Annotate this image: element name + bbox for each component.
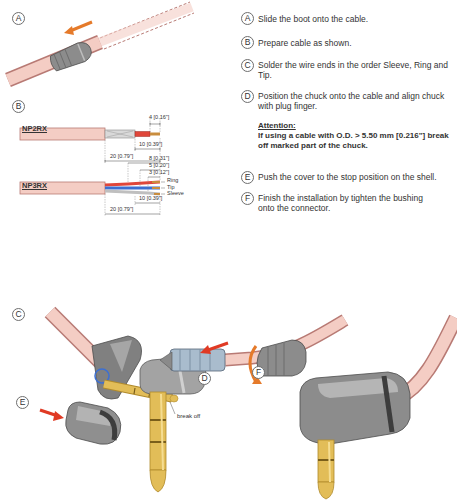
assembled-plug: [300, 318, 456, 499]
step-letter-text: D: [201, 374, 207, 383]
step-letter: A: [241, 12, 254, 25]
attention-heading: Attention:: [258, 121, 448, 131]
cable-step-a: [8, 2, 194, 80]
model-name: NP3RX: [22, 181, 62, 190]
step-letter: D: [198, 372, 211, 385]
step-instruction: Push the cover to the stop position on t…: [258, 172, 453, 182]
dimension: 3 [0.12"]: [149, 170, 189, 176]
step-letter-text: B: [245, 38, 251, 47]
step-letter: F: [241, 192, 254, 205]
dimension: 10 [0.39"]: [139, 196, 179, 202]
step-instruction: Slide the boot onto the cable.: [258, 14, 453, 24]
cover-part: [40, 402, 121, 444]
step-letter-text: F: [245, 194, 250, 203]
step-letter-text: C: [244, 61, 250, 70]
wire-name: Ring: [167, 178, 197, 184]
step-instruction: Solder the wire ends in the order Sleeve…: [258, 60, 448, 80]
step-letter: C: [241, 59, 254, 72]
step-letter-text: C: [15, 310, 21, 319]
step-letter-text: A: [245, 14, 251, 23]
attention-note: If using a cable with O.D. > 5.50 mm [0.…: [258, 131, 453, 150]
step-letter: C: [12, 308, 25, 321]
dimension: 4 [0.16"]: [149, 115, 189, 121]
wire-name: Sleeve: [167, 191, 197, 197]
step-letter: A: [12, 12, 25, 25]
dimension: 10 [0.39"]: [139, 142, 179, 148]
step-letter-text: A: [16, 14, 22, 23]
wire-name: Tip: [167, 185, 197, 191]
step-letter: F: [252, 366, 265, 379]
step-letter: B: [12, 100, 25, 113]
dimension: 20 [0.79"]: [110, 154, 150, 160]
step-instruction: Finish the installation by tighten the b…: [258, 193, 438, 213]
step-letter-text: E: [20, 398, 26, 407]
step-letter-text: D: [244, 92, 250, 101]
step-letter-text: B: [16, 102, 22, 111]
step-letter: D: [241, 90, 254, 103]
step-letter: E: [16, 396, 29, 409]
break-off-note: break off: [177, 413, 217, 419]
step-letter-text: F: [256, 368, 261, 377]
step-instruction: Position the chuck onto the cable and al…: [258, 91, 448, 111]
dimension: 8 [0.31"]: [149, 156, 189, 162]
dimension: 5 [0.20"]: [149, 163, 189, 169]
step-letter: B: [241, 36, 254, 49]
step-instruction: Prepare cable as shown.: [258, 38, 453, 48]
step-letter-text: E: [245, 173, 251, 182]
model-name: NP2RX: [22, 124, 62, 133]
cable-prep-np3rx: [20, 161, 165, 216]
cable-prep-np2rx: [20, 118, 160, 163]
step-letter: E: [241, 171, 254, 184]
dimension: 20 [0.79"]: [110, 207, 150, 213]
